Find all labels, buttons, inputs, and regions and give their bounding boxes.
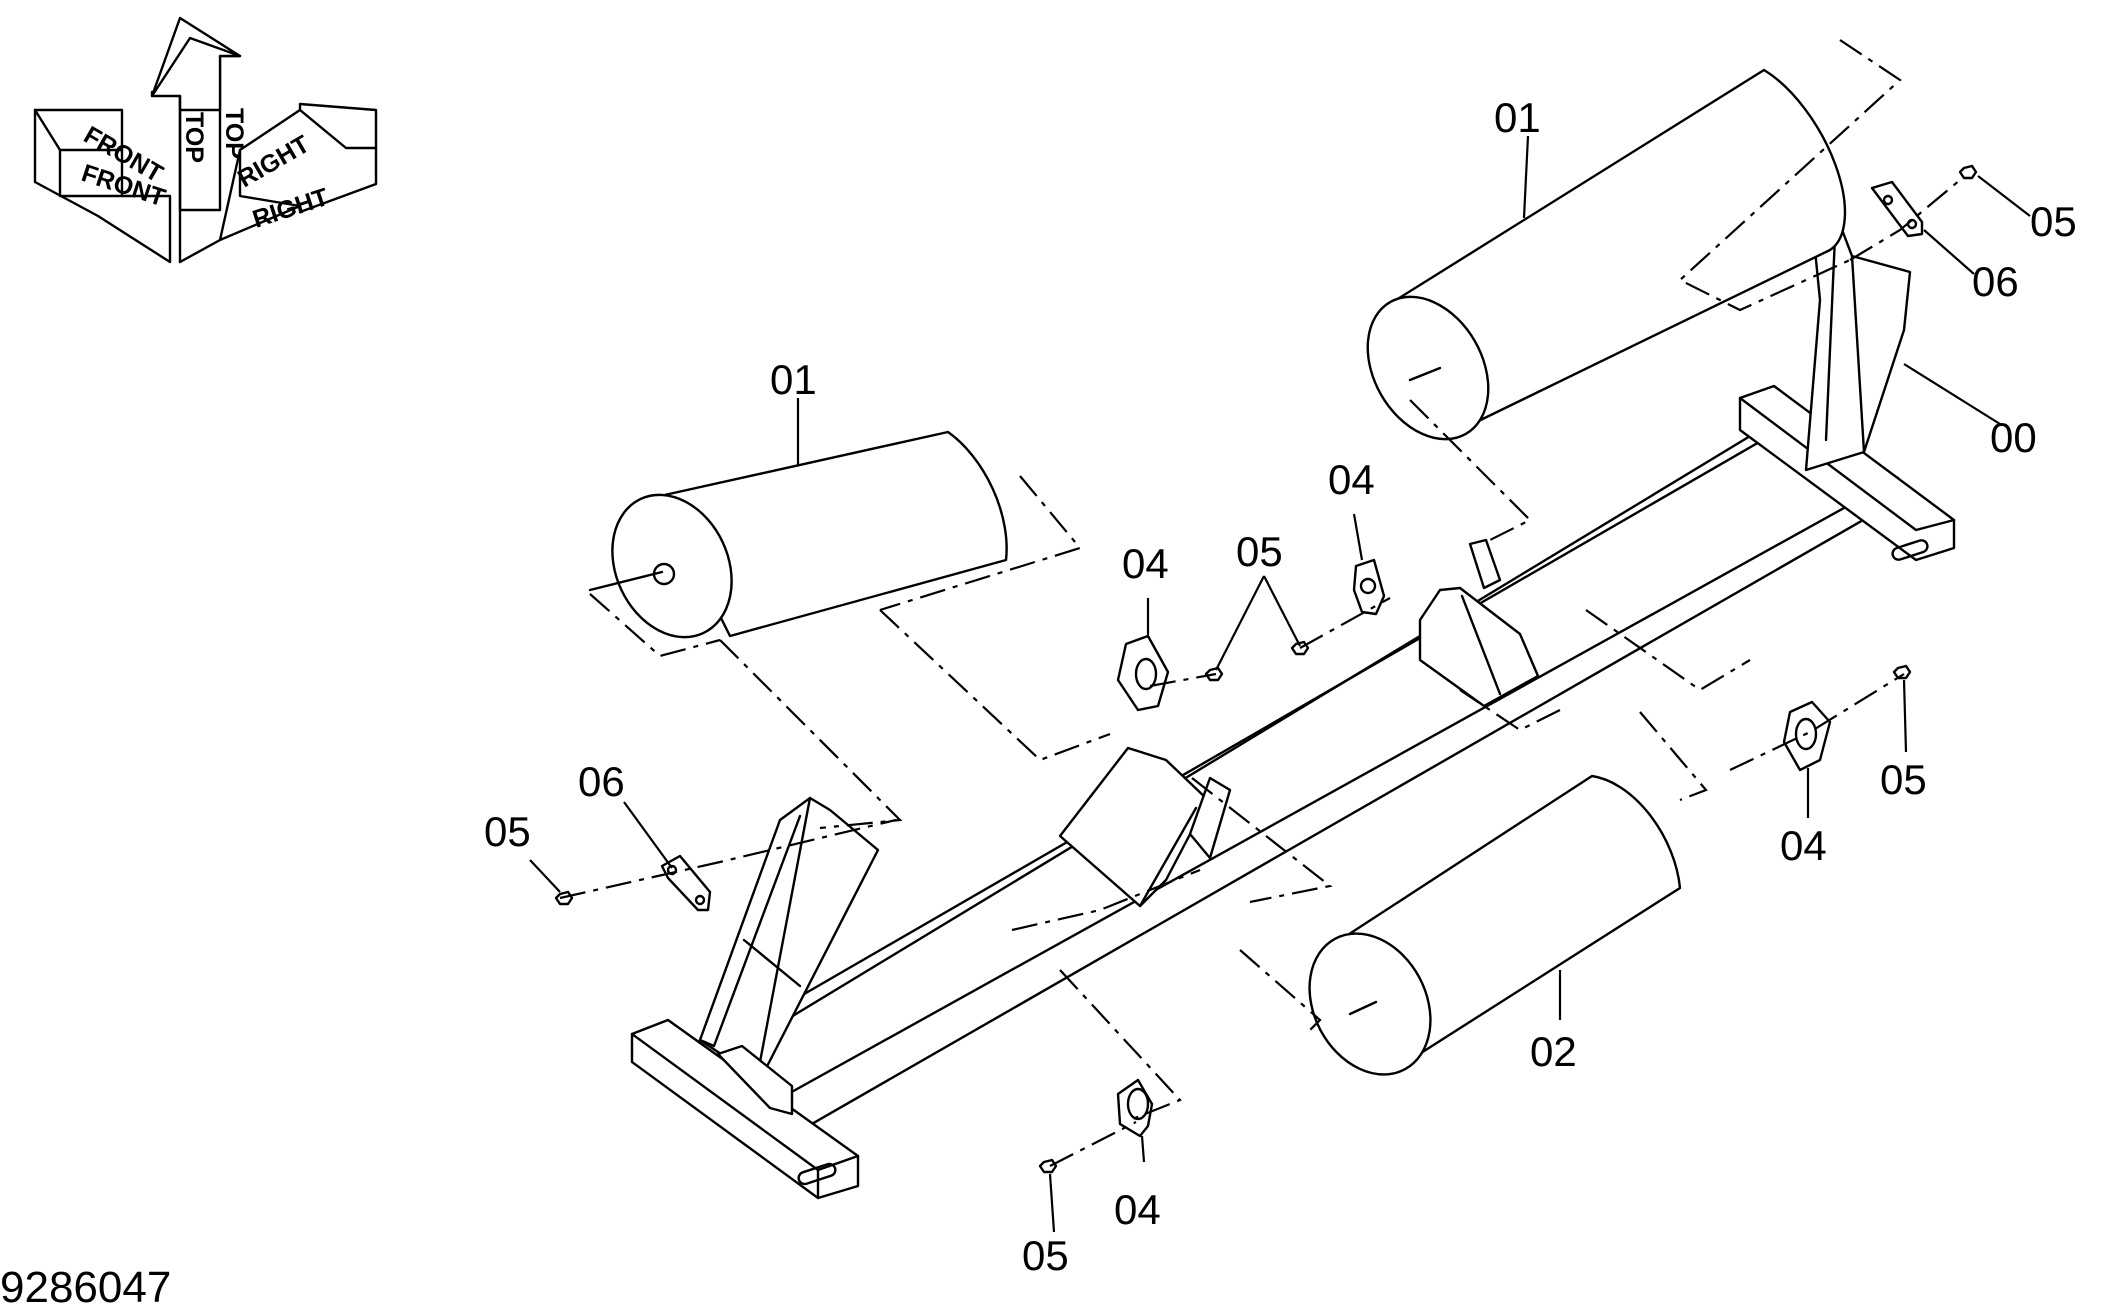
callout-bracket-upper-right: 06: [1972, 258, 2019, 305]
callout-bracket-left: 06: [578, 758, 625, 805]
callout-bolt-right: 05: [1880, 756, 1927, 803]
leader-lines: [529, 135, 2031, 1233]
callout-washer-right: 04: [1780, 822, 1827, 869]
washer-center-left: [1116, 634, 1170, 712]
bracket-left: [660, 854, 712, 912]
callout-bolt-bottom: 05: [1022, 1232, 1069, 1279]
bolts: [554, 164, 1978, 1174]
assembly-centerlines: [559, 39, 1961, 1167]
bracket-upper-right: [1870, 180, 1924, 238]
callout-frame: 00: [1990, 414, 2037, 461]
callout-washer-center-right: 04: [1328, 456, 1375, 503]
callout-roller-upper-right: 01: [1494, 94, 1541, 141]
bolt-upper-right-shape: [1958, 164, 1978, 180]
callout-bolt-left: 05: [484, 808, 531, 855]
roller-upper-right: [1366, 68, 1847, 441]
bolt-bottom-shape: [1038, 1158, 1058, 1174]
callout-washer-bottom: 04: [1114, 1186, 1161, 1233]
callout-labels: 01 01 02 00 06 06 05 05 05 05 05 04 04 0…: [484, 94, 2077, 1279]
callout-washer-center-left: 04: [1122, 540, 1169, 587]
washer-bottom: [1116, 1078, 1154, 1138]
idler-frame: [630, 212, 1956, 1200]
drawing-number: 9286047: [0, 1263, 171, 1312]
callout-roller-left: 01: [770, 356, 817, 403]
bolt-right-shape: [1892, 664, 1912, 680]
orientation-marker: FRONT FRONT TOP TOP RIGHT RIGHT: [33, 16, 378, 264]
callout-roller-bottom: 02: [1530, 1028, 1577, 1075]
top-label-left: TOP: [180, 112, 208, 163]
roller-bottom: [1308, 774, 1682, 1076]
callout-bolt-center: 05: [1236, 528, 1283, 575]
washer-right: [1782, 700, 1832, 772]
roller-left: [588, 430, 1008, 639]
callout-bolt-upper-right: 05: [2030, 198, 2077, 245]
washer-center-right: [1352, 558, 1386, 616]
